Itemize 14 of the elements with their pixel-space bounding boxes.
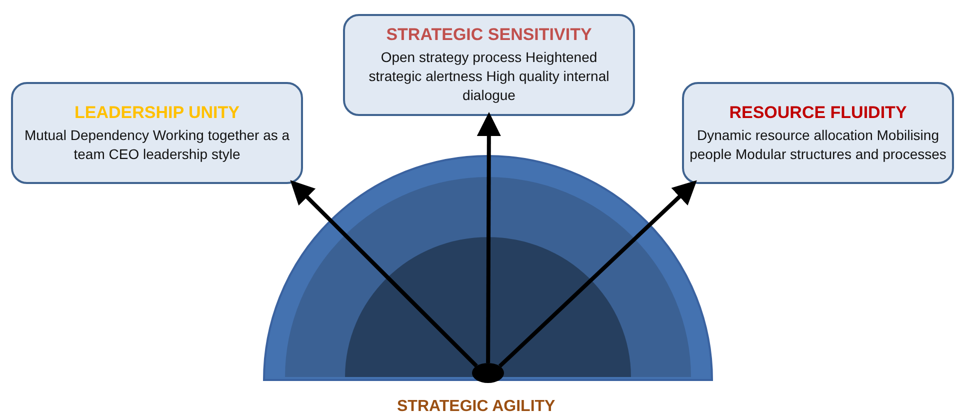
box-heading: STRATEGIC SENSITIVITY bbox=[386, 25, 592, 45]
arrow bbox=[498, 180, 697, 368]
box-text: Open strategy process Heightened strategic alertness High quality internal dialogue bbox=[368, 48, 610, 105]
text-box bbox=[682, 82, 954, 184]
box-text: Dynamic resource allocation Mobilising people Modular structures and processes bbox=[688, 126, 948, 164]
box-heading: LEADERSHIP UNITY bbox=[74, 102, 240, 122]
text-box bbox=[11, 82, 303, 184]
diagram-caption: STRATEGIC AGILITY bbox=[397, 398, 556, 416]
text-box bbox=[343, 14, 635, 116]
box-text: Mutual Dependency Working together as a team CEO leadership style bbox=[23, 126, 291, 164]
origin-dot bbox=[472, 363, 504, 383]
arrow bbox=[290, 180, 478, 368]
box-heading: RESOURCE FLUIDITY bbox=[729, 102, 907, 122]
arrow bbox=[476, 112, 501, 363]
